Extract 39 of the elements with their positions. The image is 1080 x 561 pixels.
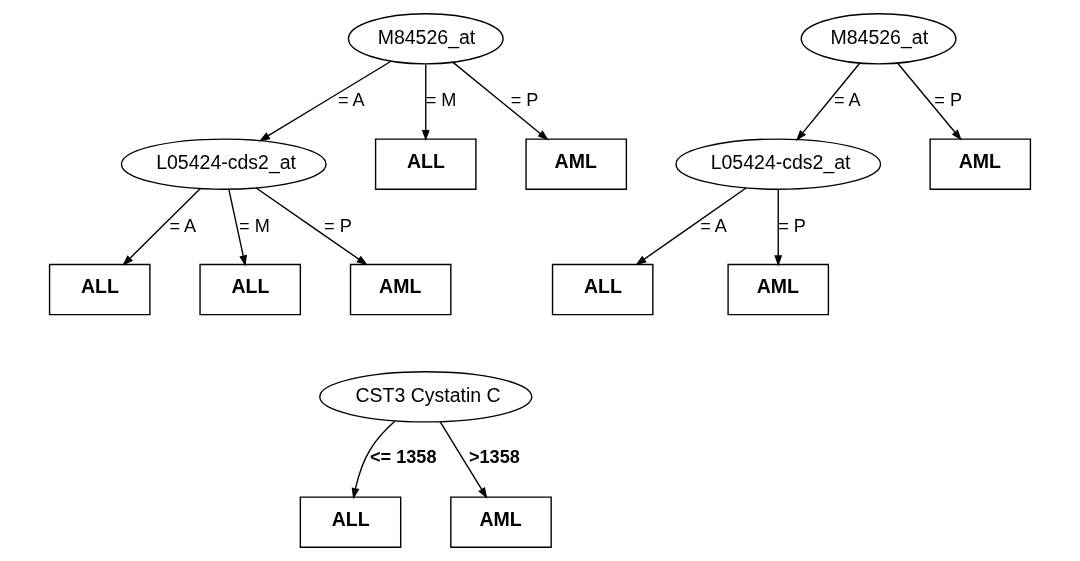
arrow (774, 189, 783, 267)
node-box: ALL (48, 263, 151, 316)
edge-label: = M (425, 90, 457, 111)
arrow (351, 420, 396, 500)
node-ellipse: CST3 Cystatin C (319, 371, 533, 423)
edge-label: = A (833, 90, 861, 111)
node-box: ALL (199, 263, 302, 316)
arrow (897, 62, 962, 141)
node-box: ALL (551, 263, 654, 316)
arrow (255, 187, 368, 266)
edge-label: = A (337, 90, 365, 111)
edge-label: = A (700, 215, 727, 236)
node-box: AML (450, 496, 552, 548)
node-ellipse: M84526_at (800, 13, 957, 65)
edge-label: = P (778, 215, 806, 236)
arrow (122, 187, 202, 266)
node-ellipse: M84526_at (347, 13, 504, 65)
edge-label: = P (510, 90, 539, 111)
node-box: ALL (299, 496, 402, 548)
arrow (635, 187, 747, 266)
edge-label: = A (169, 215, 197, 236)
node-box: AML (929, 138, 1032, 190)
arrow (421, 63, 430, 142)
node-ellipse: L05424-cds2_at (675, 138, 882, 190)
edge-label: = P (934, 90, 962, 111)
node-box: AML (727, 263, 830, 316)
node-box: AML (525, 138, 628, 190)
edge-label: = P (324, 215, 352, 236)
arrow (228, 189, 247, 267)
edge-label: <= 1358 (370, 446, 437, 467)
edge-label: >1358 (468, 446, 520, 467)
edge-label: = M (239, 215, 270, 236)
arrow (452, 61, 549, 141)
node-box: AML (349, 263, 452, 316)
arrow (439, 421, 488, 499)
node-ellipse: L05424-cds2_at (120, 138, 327, 190)
arrow (258, 60, 392, 142)
arrow (796, 62, 861, 141)
node-box: ALL (374, 138, 477, 190)
